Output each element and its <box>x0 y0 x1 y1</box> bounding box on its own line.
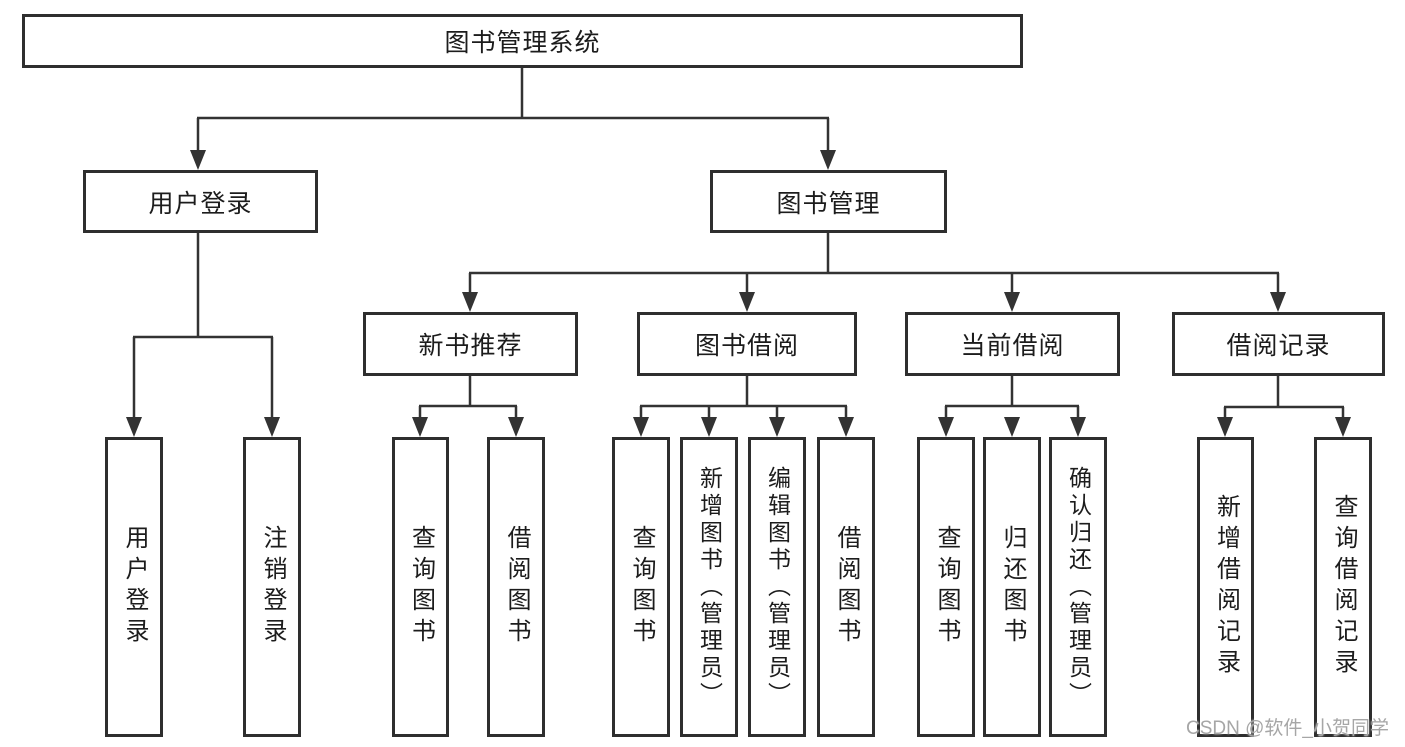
node-leaf-add-borrow-record-label: 新增借阅记录 <box>1212 494 1240 680</box>
node-leaf-logout: 注销登录 <box>243 437 301 737</box>
node-leaf-return-book: 归还图书 <box>983 437 1041 737</box>
node-leaf-confirm-return-admin: 确认归还（管理员） <box>1049 437 1107 737</box>
node-leaf-logout-label: 注销登录 <box>259 525 286 649</box>
node-leaf-add-book-admin-label: 新增图书（管理员） <box>696 465 723 709</box>
node-leaf-query-book-recommend: 查询图书 <box>392 437 449 737</box>
node-leaf-borrow-book-recommend: 借阅图书 <box>487 437 545 737</box>
node-new-book-recommend: 新书推荐 <box>363 312 578 376</box>
node-book-borrowing-label: 图书借阅 <box>694 332 799 360</box>
node-current-borrowing-label: 当前借阅 <box>960 332 1065 360</box>
node-leaf-add-borrow-record: 新增借阅记录 <box>1197 437 1254 737</box>
node-leaf-user-login: 用户登录 <box>105 437 163 737</box>
node-root-label: 图书管理系统 <box>444 29 601 57</box>
node-leaf-return-book-label: 归还图书 <box>999 525 1026 649</box>
watermark: CSDN @软件_小贺同学 <box>1186 718 1389 739</box>
node-leaf-edit-book-admin: 编辑图书（管理员） <box>748 437 806 737</box>
node-leaf-query-book-recommend-label: 查询图书 <box>407 525 435 649</box>
node-book-management-label: 图书管理 <box>776 189 881 218</box>
node-leaf-query-book-current-label: 查询图书 <box>933 525 960 649</box>
node-book-management: 图书管理 <box>710 170 947 233</box>
node-leaf-query-book-current: 查询图书 <box>917 437 975 737</box>
node-leaf-query-borrow-record-label: 查询借阅记录 <box>1330 494 1357 680</box>
node-leaf-query-book-borrowing-label: 查询图书 <box>628 525 655 649</box>
node-user-login-label: 用户登录 <box>148 189 253 218</box>
node-leaf-query-borrow-record: 查询借阅记录 <box>1314 437 1372 737</box>
node-current-borrowing: 当前借阅 <box>905 312 1120 376</box>
node-borrow-records-label: 借阅记录 <box>1226 332 1331 360</box>
node-new-book-recommend-label: 新书推荐 <box>418 332 523 360</box>
node-leaf-user-login-label: 用户登录 <box>121 525 148 649</box>
node-leaf-edit-book-admin-label: 编辑图书（管理员） <box>764 465 791 709</box>
node-borrow-records: 借阅记录 <box>1172 312 1385 376</box>
node-leaf-borrow-book-borrowing-label: 借阅图书 <box>833 525 860 649</box>
node-leaf-borrow-book-borrowing: 借阅图书 <box>817 437 875 737</box>
node-leaf-add-book-admin: 新增图书（管理员） <box>680 437 738 737</box>
node-leaf-borrow-book-recommend-label: 借阅图书 <box>503 525 530 649</box>
node-leaf-query-book-borrowing: 查询图书 <box>612 437 670 737</box>
node-book-borrowing: 图书借阅 <box>637 312 857 376</box>
node-root: 图书管理系统 <box>22 14 1023 68</box>
node-leaf-confirm-return-admin-label: 确认归还（管理员） <box>1065 465 1092 709</box>
node-user-login: 用户登录 <box>83 170 318 233</box>
